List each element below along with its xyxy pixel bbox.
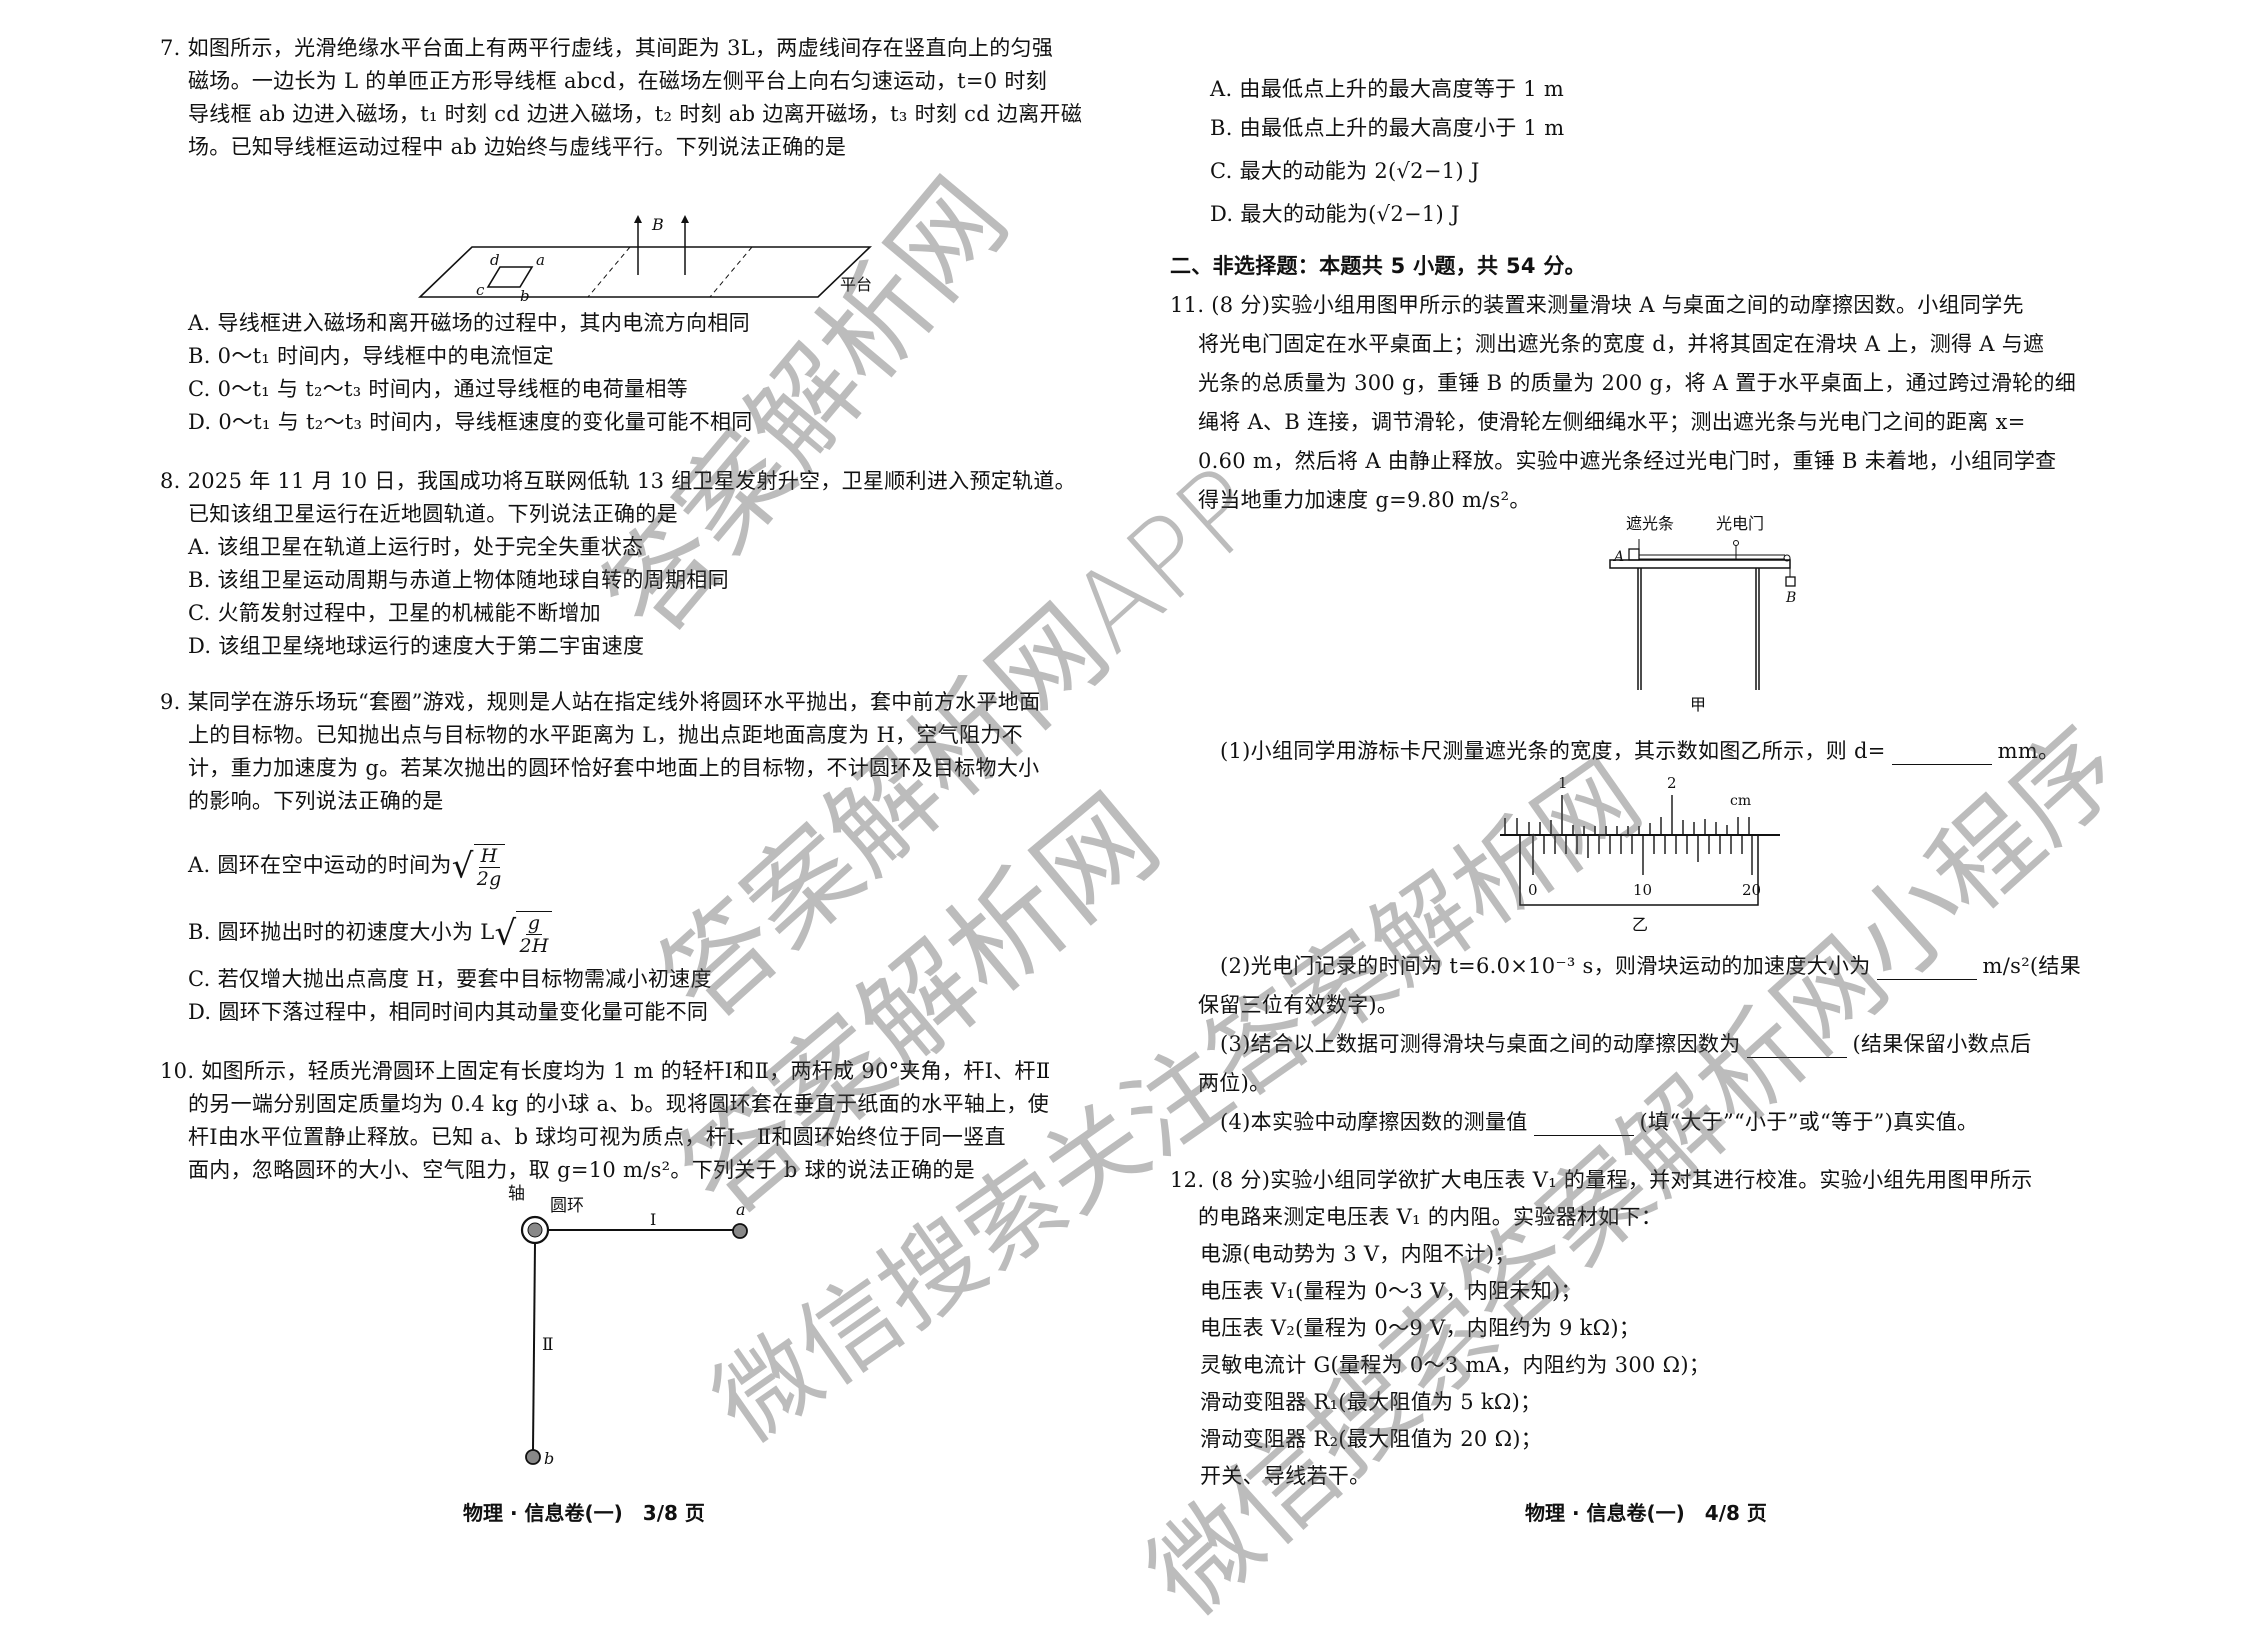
q8-option-b: B. 该组卫星运动周期与赤道上物体随地球自转的周期相同 [188, 568, 729, 592]
q7-option-a: A. 导线框进入磁场和离开磁场的过程中，其内电流方向相同 [188, 311, 750, 335]
svg-text:乙: 乙 [1632, 915, 1648, 934]
q12-equipment-1: 电源(电动势为 3 V，内阻不计)； [1200, 1242, 1516, 1266]
svg-text:2: 2 [1667, 774, 1677, 792]
svg-text:甲: 甲 [1690, 695, 1706, 714]
q7-stem-3: 导线框 ab 边进入磁场，t₁ 时刻 cd 边进入磁场，t₂ 时刻 ab 边离开… [188, 102, 1083, 126]
q10-stem-4: 面内，忽略圆环的大小、空气阻力，取 g=10 m/s²。下列关于 b 球的说法正… [188, 1158, 975, 1182]
q7-figure-platform: B d a c b 平台 [418, 215, 872, 305]
q12-equipment-5: 滑动变阻器 R₁(最大阻值为 5 kΩ)； [1200, 1390, 1542, 1414]
q11-stem-2: 将光电门固定在水平桌面上；测出遮光条的宽度 d，并将其固定在滑块 A 上，测得 … [1198, 332, 2045, 356]
svg-text:A: A [1612, 549, 1624, 565]
q10-option-d: D. 最大的动能为(√2−1) J [1210, 202, 1460, 226]
q11-sub1: (1)小组同学用游标卡尺测量遮光条的宽度，其示数如图乙所示，则 d=mm。 [1220, 739, 2060, 765]
q7-option-d: D. 0～t₁ 与 t₂～t₃ 时间内，导线框速度的变化量可能不相同 [188, 410, 753, 434]
svg-text:Ⅱ: Ⅱ [542, 1335, 554, 1355]
q10-stem-1: 10. 如图所示，轻质光滑圆环上固定有长度均为 1 m 的轻杆Ⅰ和Ⅱ，两杆成 9… [160, 1059, 1051, 1083]
q9-option-d: D. 圆环下落过程中，相同时间内其动量变化量可能不同 [188, 1000, 709, 1024]
answer-blank-friction[interactable] [1746, 1035, 1847, 1058]
q7-stem-1: 7. 如图所示，光滑绝缘水平台面上有两平行虚线，其间距为 3L，两虚线间存在竖直… [160, 36, 1054, 60]
q8-option-d: D. 该组卫星绕地球运行的速度大于第二宇宙速度 [188, 634, 645, 658]
q11-figure-jia: 遮光条 光电门 A B 甲 [1609, 514, 1796, 714]
q12-equipment-2: 电压表 V₁(量程为 0～3 V，内阻未知)； [1200, 1279, 1582, 1303]
q9-stem-4: 的影响。下列说法正确的是 [188, 789, 444, 813]
q12-equipment-7: 开关、导线若干。 [1200, 1464, 1371, 1488]
svg-text:遮光条: 遮光条 [1626, 514, 1674, 533]
q8-stem-1: 8. 2025 年 11 月 10 日，我国成功将互联网低轨 13 组卫星发射升… [160, 469, 1076, 493]
svg-text:圆环: 圆环 [550, 1196, 584, 1216]
q11-stem-6: 得当地重力加速度 g=9.80 m/s²。 [1198, 488, 1531, 512]
svg-text:c: c [476, 281, 485, 299]
q12-equipment-4: 灵敏电流计 G(量程为 0～3 mA，内阻约为 300 Ω)； [1200, 1353, 1711, 1377]
answer-blank-d[interactable] [1891, 742, 1992, 765]
q11-stem-4: 绳将 A、B 连接，调节滑轮，使滑轮左侧细绳水平；测出遮光条与光电门之间的距离 … [1198, 410, 2026, 434]
q8-option-c: C. 火箭发射过程中，卫星的机械能不断增加 [188, 601, 601, 625]
q12-stem-1: 12. (8 分)实验小组同学欲扩大电压表 V₁ 的量程，并对其进行校准。实验小… [1170, 1168, 2033, 1192]
q10-option-a: A. 由最低点上升的最大高度等于 1 m [1210, 77, 1565, 101]
q11-stem-5: 0.60 m，然后将 A 由静止释放。实验中遮光条经过光电门时，重锤 B 未着地… [1198, 449, 2057, 473]
svg-text:轴: 轴 [508, 1184, 525, 1204]
q10-option-c: C. 最大的动能为 2(√2−1) J [1210, 159, 1480, 183]
q11-sub3-line2: 两位)。 [1198, 1071, 1271, 1095]
q11-sub2-line2: 保留三位有效数字)。 [1198, 993, 1399, 1017]
section-title: 二、非选择题：本题共 5 小题，共 54 分。 [1170, 254, 1586, 278]
q11-sub3: (3)结合以上数据可测得滑块与桌面之间的动摩擦因数为(结果保留小数点后 [1220, 1032, 2032, 1058]
q10-stem-2: 的另一端分别固定质量均为 0.4 kg 的小球 a、b。现将圆环套在垂直于纸面的… [188, 1092, 1050, 1116]
q8-option-a: A. 该组卫星在轨道上运行时，处于完全失重状态 [188, 535, 644, 559]
label-B: B [651, 215, 664, 234]
svg-text:平台: 平台 [840, 275, 872, 294]
svg-text:10: 10 [1633, 881, 1652, 899]
q11-stem-1: 11. (8 分)实验小组用图甲所示的装置来测量滑块 A 与桌面之间的动摩擦因数… [1170, 293, 2024, 317]
q11-figure-yi-vernier: cm 1 2 [1500, 774, 1780, 934]
q8-stem-2: 已知该组卫星运行在近地圆轨道。下列说法正确的是 [188, 502, 678, 526]
q7-stem-2: 磁场。一边长为 L 的单匝正方形导线框 abcd，在磁场左侧平台上向右匀速运动，… [188, 69, 1048, 93]
q12-equipment-6: 滑动变阻器 R₂(最大阻值为 20 Ω)； [1200, 1427, 1543, 1451]
q10-figure-rods: 轴 圆环 Ⅰ a Ⅱ b [508, 1184, 748, 1468]
svg-text:cm: cm [1730, 793, 1751, 809]
answer-blank-compare[interactable] [1533, 1113, 1634, 1136]
q9-stem-1: 9. 某同学在游乐场玩“套圈”游戏，规则是人站在指定线外将圆环水平抛出，套中前方… [160, 690, 1041, 714]
footer-right: 物理 · 信息卷(一) 4/8 页 [1525, 1501, 1767, 1525]
q7-option-b: B. 0～t₁ 时间内，导线框中的电流恒定 [188, 344, 554, 368]
answer-blank-acceleration[interactable] [1876, 957, 1977, 980]
svg-text:光电门: 光电门 [1716, 514, 1764, 533]
q9-option-c: C. 若仅增大抛出点高度 H，要套中目标物需减小初速度 [188, 967, 712, 991]
svg-text:20: 20 [1742, 881, 1761, 899]
q9-stem-2: 上的目标物。已知抛出点与目标物的水平距离为 L，抛出点距地面高度为 H，空气阻力… [188, 723, 1023, 747]
q7-stem-4: 场。已知导线框运动过程中 ab 边始终与虚线平行。下列说法正确的是 [188, 135, 847, 159]
svg-text:1: 1 [1558, 774, 1568, 792]
svg-text:b: b [544, 1449, 554, 1468]
svg-text:d: d [490, 251, 500, 269]
q7-option-c: C. 0～t₁ 与 t₂～t₃ 时间内，通过导线框的电荷量相等 [188, 377, 688, 401]
q11-sub4: (4)本实验中动摩擦因数的测量值(填“大于”“小于”或“等于”)真实值。 [1220, 1110, 1979, 1136]
svg-text:a: a [736, 1200, 746, 1219]
q10-stem-3: 杆Ⅰ由水平位置静止释放。已知 a、b 球均可视为质点，杆Ⅰ、Ⅱ和圆环始终位于同一… [188, 1125, 1006, 1149]
svg-text:b: b [520, 287, 530, 305]
q9-stem-3: 计，重力加速度为 g。若某次抛出的圆环恰好套中地面上的目标物，不计圆环及目标物大… [188, 756, 1040, 780]
q10-option-b: B. 由最低点上升的最大高度小于 1 m [1210, 116, 1565, 140]
svg-text:Ⅰ: Ⅰ [650, 1210, 656, 1229]
svg-text:a: a [536, 251, 545, 269]
q11-stem-3: 光条的总质量为 300 g，重锤 B 的质量为 200 g，将 A 置于水平桌面… [1198, 371, 2077, 395]
q12-equipment-3: 电压表 V₂(量程为 0～9 V，内阻约为 9 kΩ)； [1200, 1316, 1641, 1340]
q12-stem-2: 的电路来测定电压表 V₁ 的内阻。实验器材如下： [1198, 1205, 1663, 1229]
footer-left: 物理 · 信息卷(一) 3/8 页 [463, 1501, 705, 1525]
svg-text:0: 0 [1528, 881, 1538, 899]
svg-text:B: B [1785, 590, 1796, 606]
